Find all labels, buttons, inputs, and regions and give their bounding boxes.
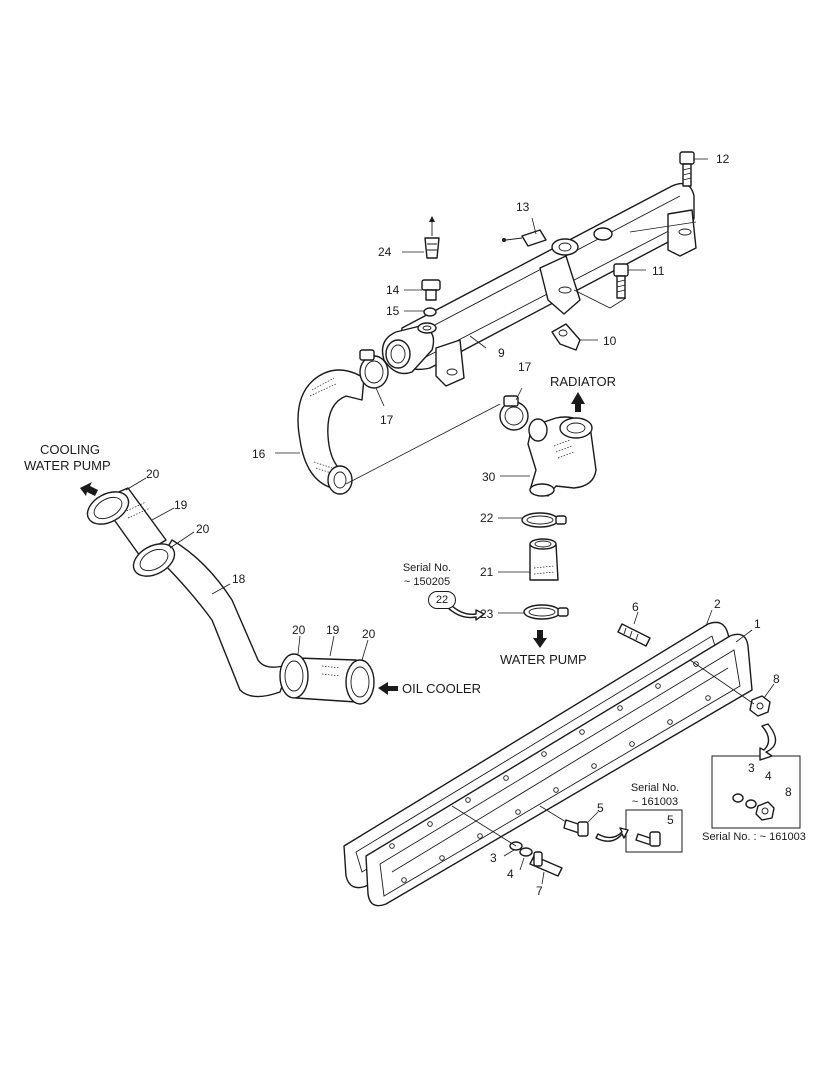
label-cooling: COOLING [40,442,100,457]
callout-18: 18 [232,572,246,586]
arrow-up-radiator [571,392,585,412]
hose-clamp-17-left [359,349,389,389]
callout-7: 7 [536,884,543,898]
callout-20-upper-b: 20 [196,522,210,536]
lock-washer-4 [519,847,533,857]
leader-lines [125,158,775,885]
callout-23: 23 [480,607,494,621]
curved-arrow-to-inset [759,723,777,761]
serial-22-value: ~ 150205 [403,576,451,588]
serial-5-part: 5 [667,813,674,827]
leader-nut [689,659,755,705]
bracket-10 [551,323,581,351]
nut-8 [749,695,771,717]
bolt-12 [679,151,695,187]
bolt-5 [563,819,589,837]
callout-17-right: 17 [518,360,532,374]
hose-clamp-23 [523,604,569,620]
label-water-pump-left: WATER PUMP [24,458,111,473]
callout-11: 11 [652,264,665,278]
inset-part-4: 4 [765,769,772,783]
callout-22: 22 [480,511,494,525]
inset-part-8: 8 [785,785,792,799]
callout-17-left: 17 [380,413,394,427]
adapter-14 [421,279,441,301]
stud-6 [617,623,651,647]
label-radiator: RADIATOR [550,374,616,389]
callout-2: 2 [714,597,721,611]
hose-clamp-20-lower-b [345,659,375,705]
water-manifold-pipe [381,182,697,387]
leader-bolt [539,805,567,823]
hose-clamp-17-right [499,395,529,431]
callout-20-lower-a: 20 [292,623,306,637]
hose-clamp-22 [521,512,567,528]
hose-clamp-20-upper-a [86,491,130,525]
gasket-holes [389,661,711,883]
serial-5-value: ~ 161003 [631,796,679,808]
callout-13: 13 [516,200,530,214]
inset-part-3: 3 [748,761,755,775]
nut-serial-inset-box [711,755,801,829]
serial-22-title: Serial No. [402,562,452,574]
cover-plate-1 [365,633,753,907]
callout-21: 21 [480,565,494,579]
curved-arrow-to-bolt-inset [595,827,629,842]
thermostat-housing-30 [527,416,597,497]
callout-5: 5 [597,801,604,815]
label-water-pump-bottom: WATER PUMP [500,652,587,667]
hose-16 [297,369,365,495]
callout-9: 9 [498,346,505,360]
callout-19-upper: 19 [174,498,188,512]
arrow-from-oil-cooler [378,682,398,695]
temperature-sensor-24 [424,216,440,259]
callout-19-lower: 19 [326,623,340,637]
callout-6: 6 [632,600,639,614]
callout-20-upper-a: 20 [146,467,160,481]
label-oil-cooler: OIL COOLER [402,681,481,696]
callout-20-lower-b: 20 [362,627,376,641]
callout-12: 12 [716,152,730,166]
callout-14: 14 [386,283,400,297]
callout-3: 3 [490,851,497,865]
arrow-down-water-pump [533,630,547,648]
o-ring-15 [423,307,437,317]
callout-15: 15 [386,304,400,318]
hose-18 [159,539,291,698]
sensor-13 [502,229,547,247]
stud-7 [529,851,563,877]
callout-1: 1 [754,617,761,631]
bolt-serial-inset-box [625,809,683,853]
hose-21 [529,538,559,581]
curved-arrow-serial-22 [445,603,485,621]
callout-10: 10 [603,334,617,348]
serial-5-title: Serial No. [630,782,680,794]
callout-24: 24 [378,245,392,259]
callout-30: 30 [482,470,496,484]
serial-nut-caption: Serial No. : ~ 161003 [702,831,806,843]
hose-clamp-20-lower-a [279,653,309,699]
bolt-11 [613,263,629,299]
serial-22-part-circle: 22 [428,591,456,609]
callout-16: 16 [252,447,266,461]
callout-8: 8 [773,672,780,686]
callout-4: 4 [507,867,514,881]
hose-clamp-20-upper-b [132,543,176,577]
arrow-to-cooling-water-pump [80,482,98,496]
leader-washer [451,805,517,847]
